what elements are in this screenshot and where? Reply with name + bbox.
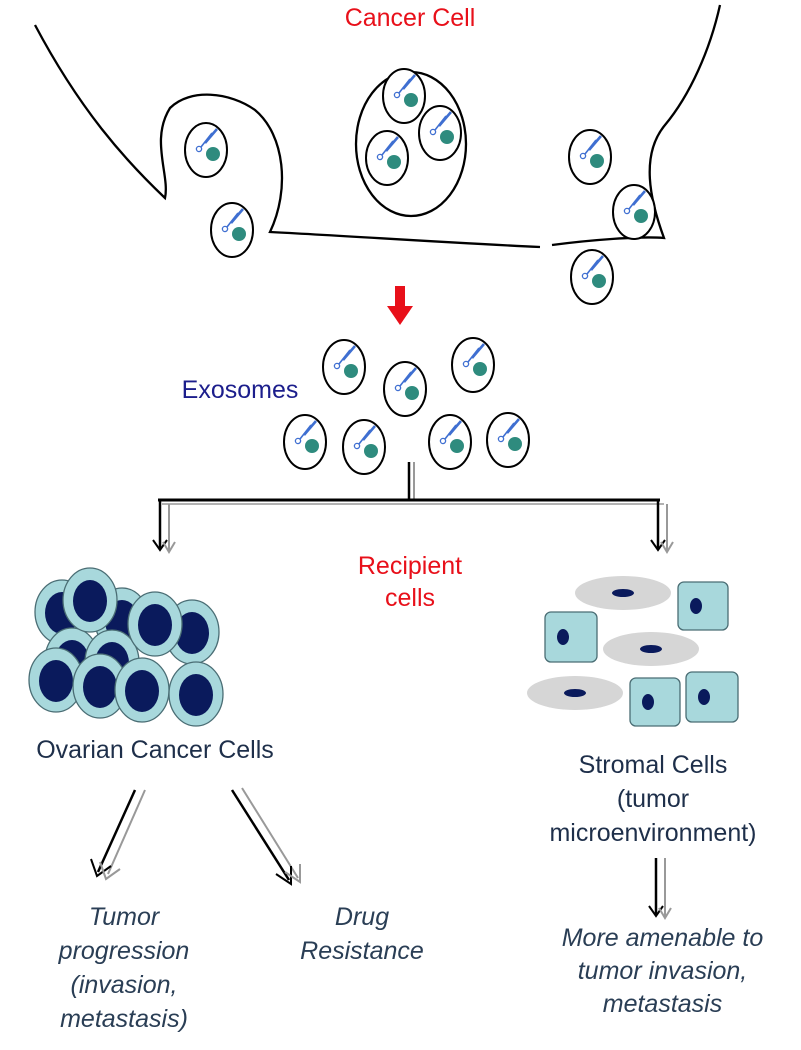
released-exosome-1 [322,339,366,395]
arrow-to-drug-resistance [230,787,301,886]
exosome-bud-right-1 [568,129,612,185]
cancer-cell-label: Cancer Cell [344,4,476,32]
exosome-bud-right-3 [570,249,614,305]
cancer-cell-membrane-right [551,4,722,247]
branch-connector [152,462,674,554]
more-amenable-label: More amenable to tumor invasion, metasta… [561,924,764,1018]
ovarian-cancer-cells-label: Ovarian Cancer Cells [36,736,274,764]
released-exosome-4 [283,414,327,470]
exosome-bud-left-2 [210,202,254,258]
mvb-exosome-1 [382,68,426,124]
release-arrow [387,286,413,325]
exosome-bud-right-2 [612,184,656,240]
mvb-exosome-2 [365,130,409,186]
ovarian-cancer-cell-cluster [28,567,224,727]
mvb-exosome-3 [418,105,462,161]
released-exosome-6 [428,414,472,470]
exosome-bud-left-1 [184,122,228,178]
arrow-to-tumor-progression [90,789,146,881]
cancer-cell-membrane [33,24,541,249]
stromal-cells [527,576,739,727]
stromal-cells-label: Stromal Cells (tumor microenvironment) [549,751,757,847]
released-exosome-7 [486,412,530,468]
exosomes-label: Exosomes [181,376,299,404]
released-exosome-3 [451,337,495,393]
tumor-progression-label: Tumor progression (invasion, metastasis) [58,903,190,1033]
released-exosome-5 [342,419,386,475]
recipient-cells-label: Recipient cells [357,552,463,612]
released-exosome-2 [383,361,427,417]
arrow-to-more-amenable [648,858,672,920]
drug-resistance-label: Drug Resistance [300,903,424,965]
